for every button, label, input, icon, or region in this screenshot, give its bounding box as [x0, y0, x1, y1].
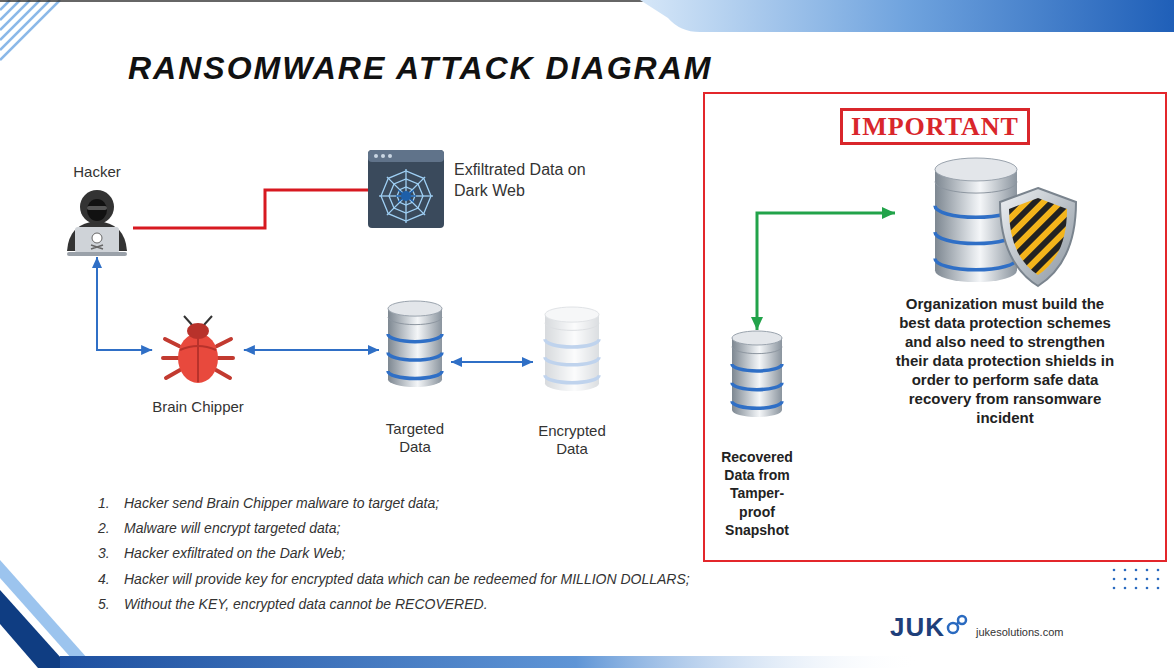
list-number: 3. — [98, 544, 110, 562]
protected-database-node: Organization must build the best data pr… — [895, 150, 1115, 427]
bug-icon — [160, 314, 236, 386]
list-item: Malware will encrypt targeted data; — [124, 519, 340, 537]
list-number: 5. — [98, 595, 110, 613]
connector-arrow — [133, 190, 368, 228]
diagram-title: RANSOMWARE ATTACK DIAGRAM — [128, 50, 712, 87]
top-band — [640, 0, 1174, 32]
connector-arrow — [757, 213, 895, 330]
connector-arrow — [244, 349, 379, 351]
list-item: Hacker will provide key for encrypted da… — [124, 570, 690, 588]
corner-band — [0, 590, 70, 668]
hacker-icon-node: Hacker — [61, 163, 133, 257]
warning-stamp: IMPORTANT — [840, 108, 1030, 145]
node-label: Organization must build the best data pr… — [895, 294, 1115, 427]
connector-arrow — [451, 361, 533, 363]
hacker-icon — [61, 185, 133, 257]
node-label: Recovered Data from Tamper-proof Snapsho… — [713, 448, 801, 539]
node-label: Exfiltrated Data on Dark Web — [454, 160, 619, 202]
web-icon — [368, 150, 444, 228]
db-icon — [731, 330, 783, 418]
database-node: Recovered Data from Tamper-proof Snapsho… — [713, 330, 801, 539]
list-item: Without the KEY, encrypted data cannot b… — [124, 595, 488, 613]
dark-web-node: Exfiltrated Data on Dark Web — [368, 150, 619, 228]
dot-grid — [1106, 566, 1161, 593]
important-panel: IMPORTANT Recovered Data from Tamper-proo… — [703, 92, 1167, 562]
list-item: Hacker exfiltrated on the Dark Web; — [124, 544, 346, 562]
list-number: 2. — [98, 519, 110, 537]
db-icon — [387, 300, 443, 388]
bottom-band — [60, 656, 920, 668]
top-rule — [0, 0, 660, 2]
database-node: Encrypted Data — [533, 306, 611, 458]
node-label: Brain Chipper — [152, 398, 244, 416]
corner-band — [0, 560, 96, 668]
website: jukesolutions.com — [976, 625, 1063, 639]
list-item: Hacker send Brain Chipper malware to tar… — [124, 494, 439, 512]
node-label: Targeted Data — [379, 420, 451, 456]
connector-arrow — [97, 257, 152, 350]
list-number: 4. — [98, 570, 110, 588]
dbpale-icon — [544, 306, 600, 392]
corner-stripes — [0, 0, 60, 60]
database-node: Targeted Data — [379, 300, 451, 456]
node-label: Hacker — [73, 163, 121, 181]
list-number: 1. — [98, 494, 110, 512]
shield-icon — [930, 150, 1080, 288]
node-label: Encrypted Data — [533, 422, 611, 458]
malware-node: Brain Chipper — [152, 314, 244, 416]
logo-symbol — [948, 616, 966, 633]
logo-text: JUK — [890, 612, 945, 642]
